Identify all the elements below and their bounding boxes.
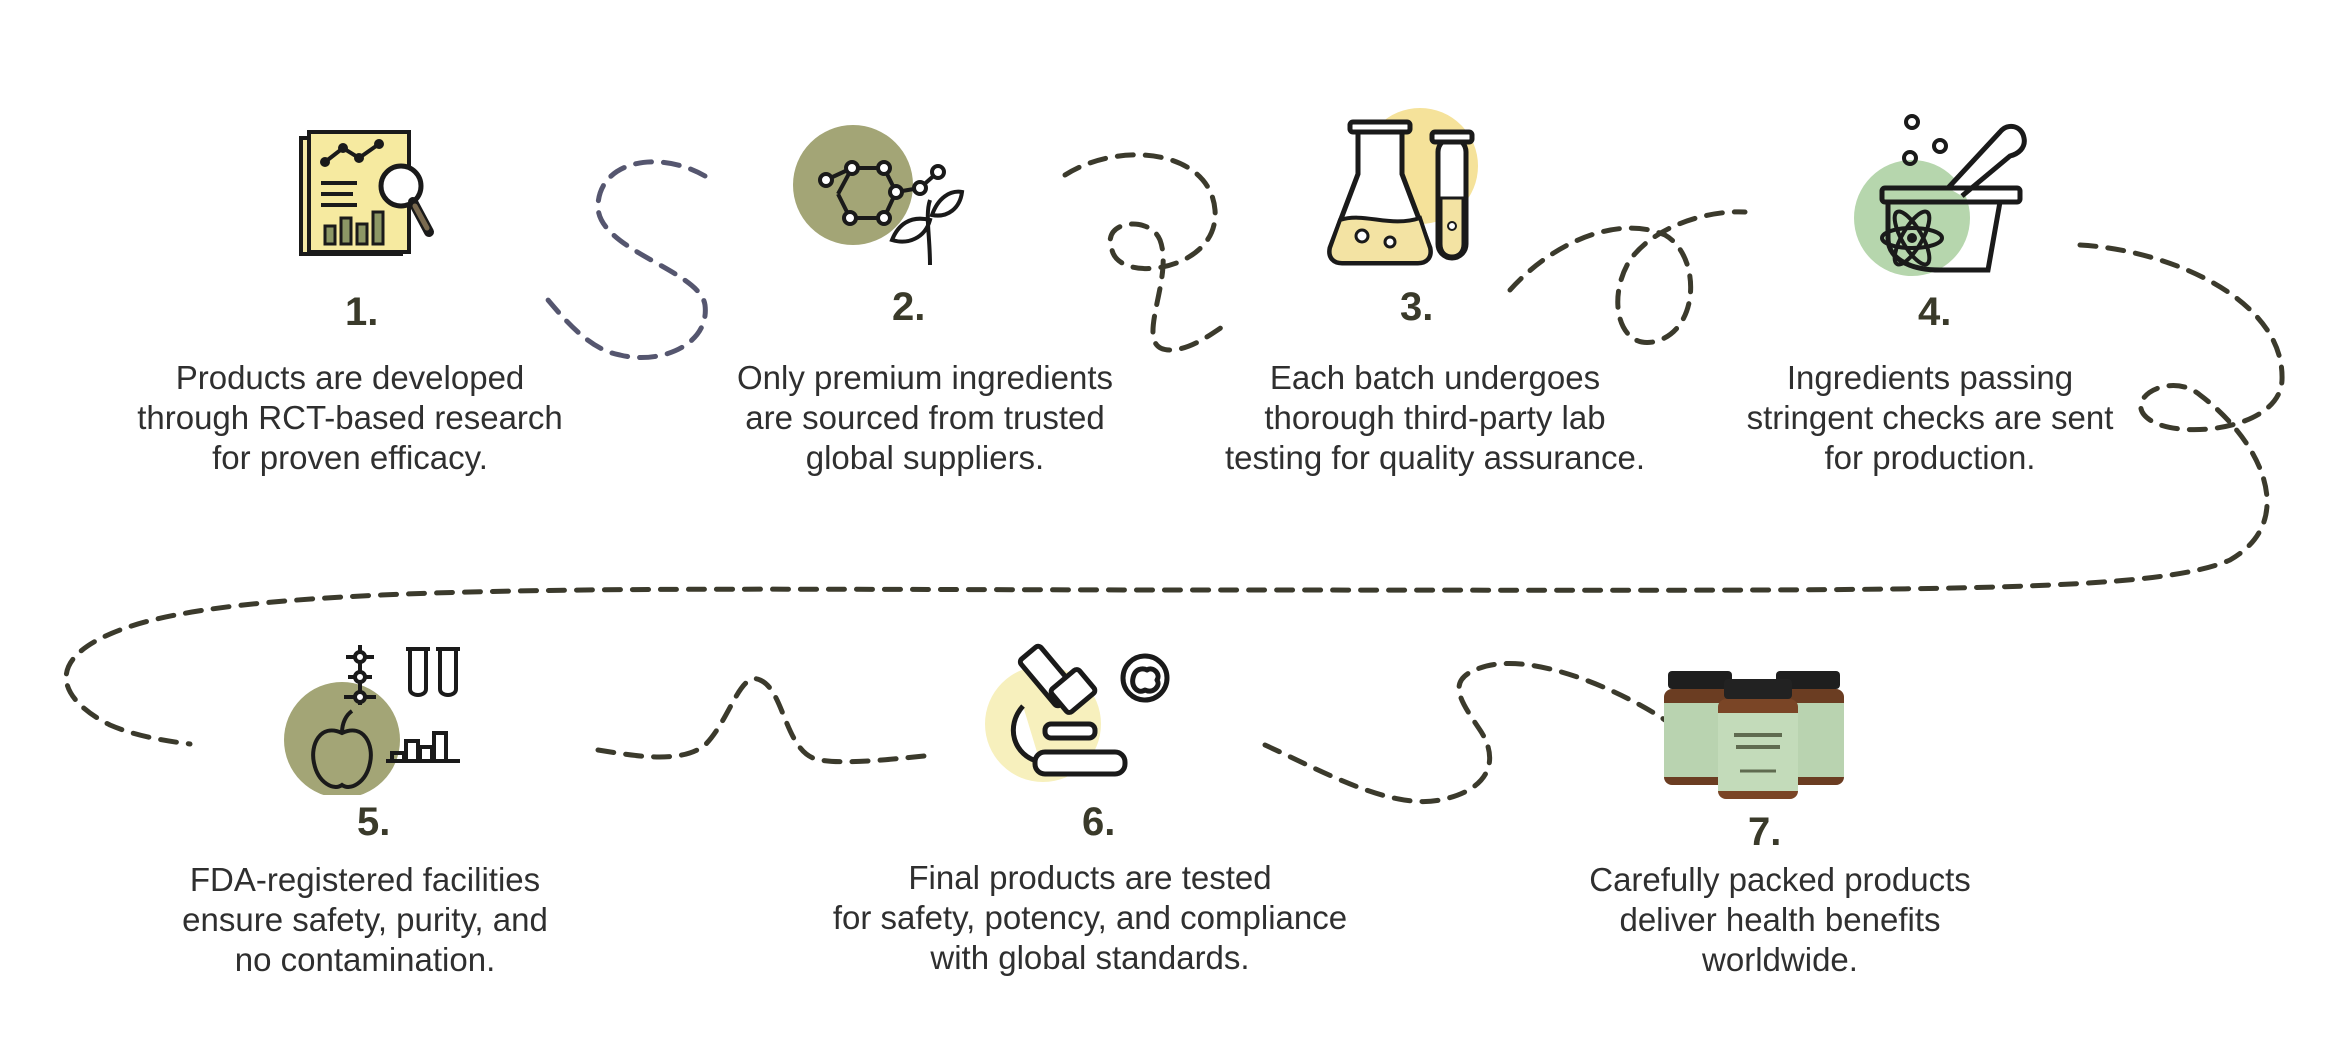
jar-center xyxy=(1718,679,1798,799)
step-number: 2. xyxy=(892,285,926,329)
step-number: 3. xyxy=(1400,285,1434,329)
connector-4-5 xyxy=(63,242,2285,747)
step-number: 7. xyxy=(1748,810,1782,854)
connector-2-3 xyxy=(1062,152,1228,353)
molecule-plant-icon xyxy=(790,120,970,270)
step-description: Carefully packed products deliver health… xyxy=(1589,861,1971,978)
research-report-icon xyxy=(295,128,440,263)
step-description: FDA-registered facilities ensure safety,… xyxy=(182,861,548,978)
step-description: Only premium ingredients are sourced fro… xyxy=(737,359,1113,476)
supplement-jars-icon xyxy=(1660,665,1855,800)
mortar-pestle-icon xyxy=(1840,110,2035,280)
step-description: Each batch undergoes thorough third-part… xyxy=(1224,359,1646,476)
connector-6-7 xyxy=(1262,661,1668,804)
step-number: 1. xyxy=(345,290,379,334)
step-description: Final products are tested for safety, po… xyxy=(832,859,1348,976)
step-description: Products are developed through RCT-based… xyxy=(137,359,563,476)
step-number: 5. xyxy=(357,800,391,844)
connector-3-4 xyxy=(1507,209,1748,345)
connector-1-2 xyxy=(545,159,708,361)
step-description: Ingredients passing stringent checks are… xyxy=(1746,359,2114,476)
microscope-icon xyxy=(985,636,1185,786)
science-apple-icon xyxy=(280,645,475,798)
step-number: 6. xyxy=(1082,800,1116,844)
step-number: 4. xyxy=(1918,290,1952,334)
lab-flask-icon xyxy=(1320,108,1485,268)
connector-5-6 xyxy=(595,676,938,765)
